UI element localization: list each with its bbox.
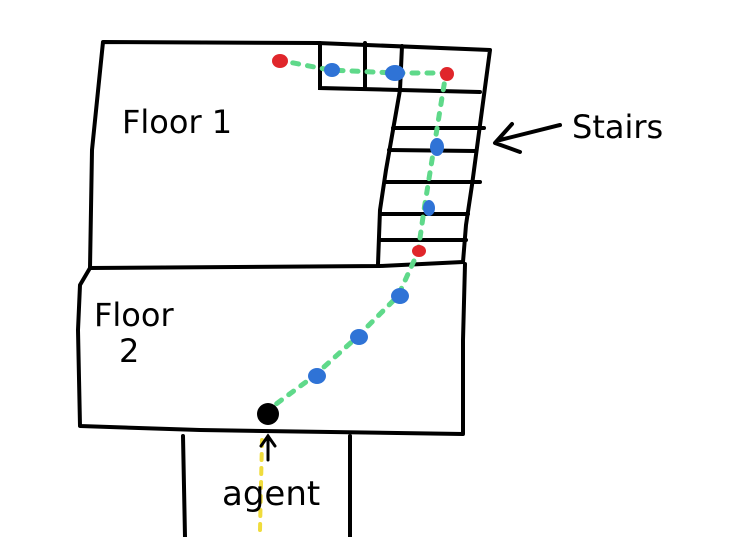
checkpoint — [412, 245, 426, 257]
agent-label: agent — [222, 474, 320, 514]
waypoint — [324, 63, 340, 77]
entry-corridor — [181, 434, 352, 537]
waypoints — [308, 63, 444, 384]
waypoint — [385, 65, 405, 81]
waypoint — [391, 288, 409, 304]
waypoint — [350, 329, 368, 345]
arrow-left-icon — [493, 122, 562, 154]
navigation-path — [265, 57, 449, 413]
waypoint — [308, 368, 326, 384]
stairs-label: Stairs — [572, 108, 663, 146]
waypoint — [430, 138, 444, 156]
checkpoint — [440, 67, 454, 81]
floor-1-room — [88, 40, 492, 270]
agent-trail — [258, 438, 264, 532]
waypoint — [423, 200, 435, 216]
floor-2-label-line1: Floor — [94, 296, 174, 334]
checkpoints — [272, 54, 454, 257]
floor-1-label: Floor 1 — [122, 103, 232, 141]
agent-dot-icon — [257, 403, 279, 462]
checkpoint — [272, 54, 288, 68]
floor-2-room — [76, 262, 467, 436]
floor-2-label-line2: 2 — [119, 332, 139, 370]
